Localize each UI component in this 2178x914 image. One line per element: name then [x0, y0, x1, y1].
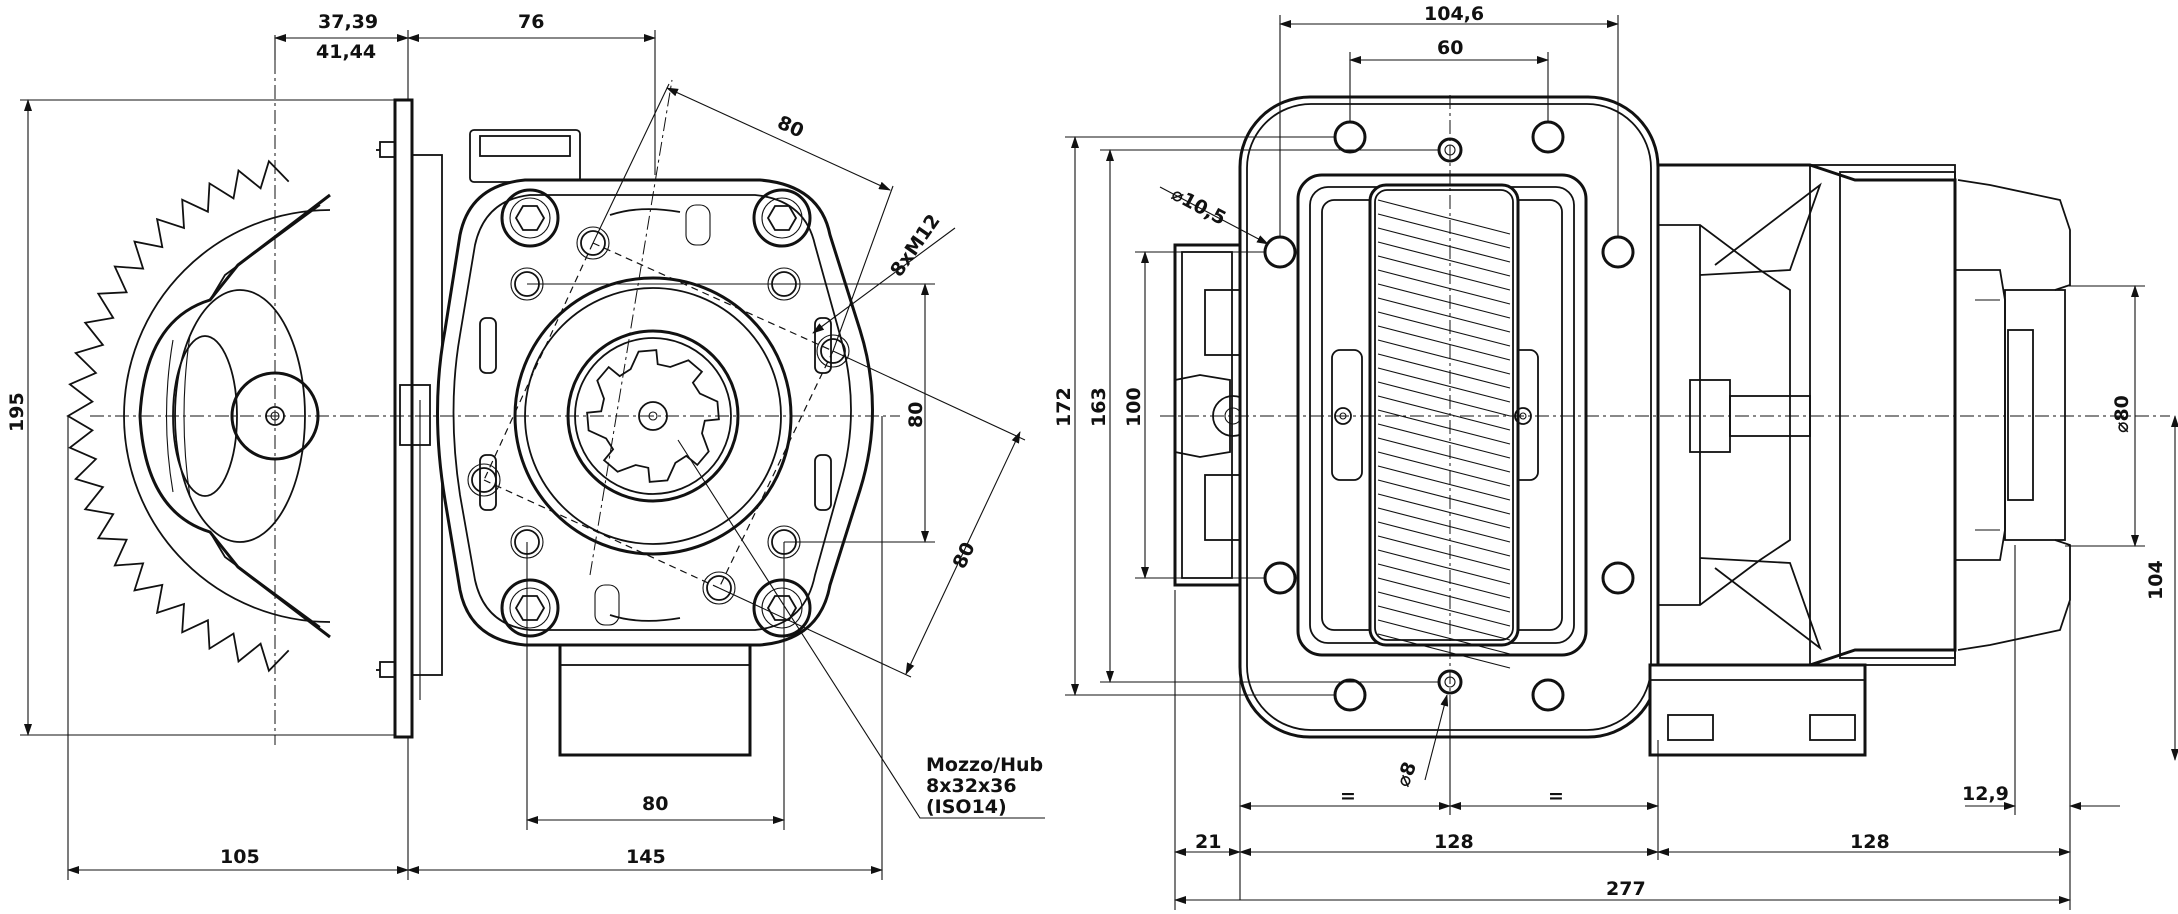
gear-tooth-line	[1377, 339, 1511, 375]
dim-105: 105	[220, 846, 260, 868]
dim-195: 195	[6, 392, 28, 432]
rear-housing	[1648, 163, 2071, 757]
dim-104: 104	[2145, 560, 2167, 600]
right-dimension-lines	[1065, 15, 2178, 910]
gear-tooth-line	[1377, 367, 1511, 403]
gear-tooth-line	[1377, 311, 1511, 347]
dim-41-44: 41,44	[316, 41, 376, 63]
hub-note-line2: 8x32x36	[926, 775, 1017, 797]
gear-tooth-line	[1377, 535, 1511, 571]
dim-21: 21	[1195, 831, 1221, 853]
gear-tooth-line	[1377, 493, 1511, 529]
gear-teeth	[1377, 199, 1511, 669]
dim-76: 76	[518, 11, 544, 33]
gear-tooth-line	[1377, 507, 1511, 543]
gear-tooth-line	[1377, 199, 1511, 235]
side-flange	[376, 98, 443, 739]
gear-tooth-line	[1377, 325, 1511, 361]
equal-left: =	[1340, 785, 1356, 807]
dim-12-9: 12,9	[1962, 783, 2009, 805]
dia-10-5: ⌀10,5	[1168, 183, 1230, 230]
dim-277: 277	[1606, 878, 1646, 900]
dim-104-6: 104,6	[1424, 3, 1484, 25]
gear-tooth-line	[1377, 297, 1511, 333]
gear-tooth-line	[1377, 227, 1511, 263]
gear-tooth-line	[1377, 437, 1511, 473]
dim-128-mid: 128	[1434, 831, 1474, 853]
bolt	[500, 188, 560, 248]
gear-tooth-line	[1377, 521, 1511, 557]
gear-tooth-line	[1377, 353, 1511, 389]
gear-tooth-line	[1377, 409, 1511, 445]
dim-80-right-diagonal: 80	[949, 539, 980, 572]
dim-145: 145	[626, 846, 666, 868]
gear-tooth-line	[1377, 283, 1511, 319]
gear-tooth-line	[1377, 423, 1511, 459]
dia-80: ⌀80	[2111, 395, 2133, 433]
gear-tooth-line	[1377, 451, 1511, 487]
gear-tooth-line	[1377, 241, 1511, 277]
flange-bolts	[500, 188, 812, 638]
right-front-view: 104,6 60 ⌀10,5 172 163 100 ⌀80 104 ⌀8 = …	[1053, 3, 2178, 910]
dim-80-bottom: 80	[642, 793, 668, 815]
helical-gear	[1334, 183, 1532, 669]
gear-tooth-line	[1377, 577, 1511, 613]
hub-note-line1: Mozzo/Hub	[926, 754, 1043, 776]
gear-tooth-line	[1377, 395, 1511, 431]
gear-tooth-line	[1377, 591, 1511, 627]
dia-8: ⌀8	[1392, 759, 1421, 790]
dim-172: 172	[1053, 387, 1075, 427]
equal-right: =	[1548, 785, 1564, 807]
gear-tooth-line	[1377, 213, 1511, 249]
gear-tooth-line	[1377, 549, 1511, 585]
gear-tooth-line	[1377, 269, 1511, 305]
dim-100: 100	[1123, 387, 1145, 427]
housing-bosses	[469, 129, 752, 757]
thread-8xM12: 8xM12	[886, 210, 945, 281]
gear-tooth-line	[1377, 381, 1511, 417]
dim-80-diagonal: 80	[774, 112, 807, 143]
dim-128-right: 128	[1850, 831, 1890, 853]
gear-tooth-line	[1377, 479, 1511, 515]
bolt	[500, 578, 560, 638]
gear-tooth-line	[1377, 605, 1511, 641]
left-dimension-lines	[20, 30, 1045, 880]
left-end-view: 37,39 41,44 76 195 80 8xM12 80 80 80 105…	[6, 11, 1045, 880]
input-stub	[1173, 243, 1254, 587]
dim-163: 163	[1088, 387, 1110, 427]
gear-tooth-line	[1377, 465, 1511, 501]
left-dimension-texts: 37,39 41,44 76 195 80 8xM12 80 80 80 105…	[6, 11, 1043, 868]
hub-note-line3: (ISO14)	[926, 796, 1007, 818]
dim-80-vertical: 80	[905, 402, 927, 428]
dim-37-39: 37,39	[318, 11, 378, 33]
centre-lines	[90, 35, 900, 745]
gear-tooth-line	[1377, 563, 1511, 599]
dim-60: 60	[1437, 37, 1463, 59]
gear-tooth-line	[1377, 619, 1511, 655]
gear-tooth-line	[1377, 255, 1511, 291]
